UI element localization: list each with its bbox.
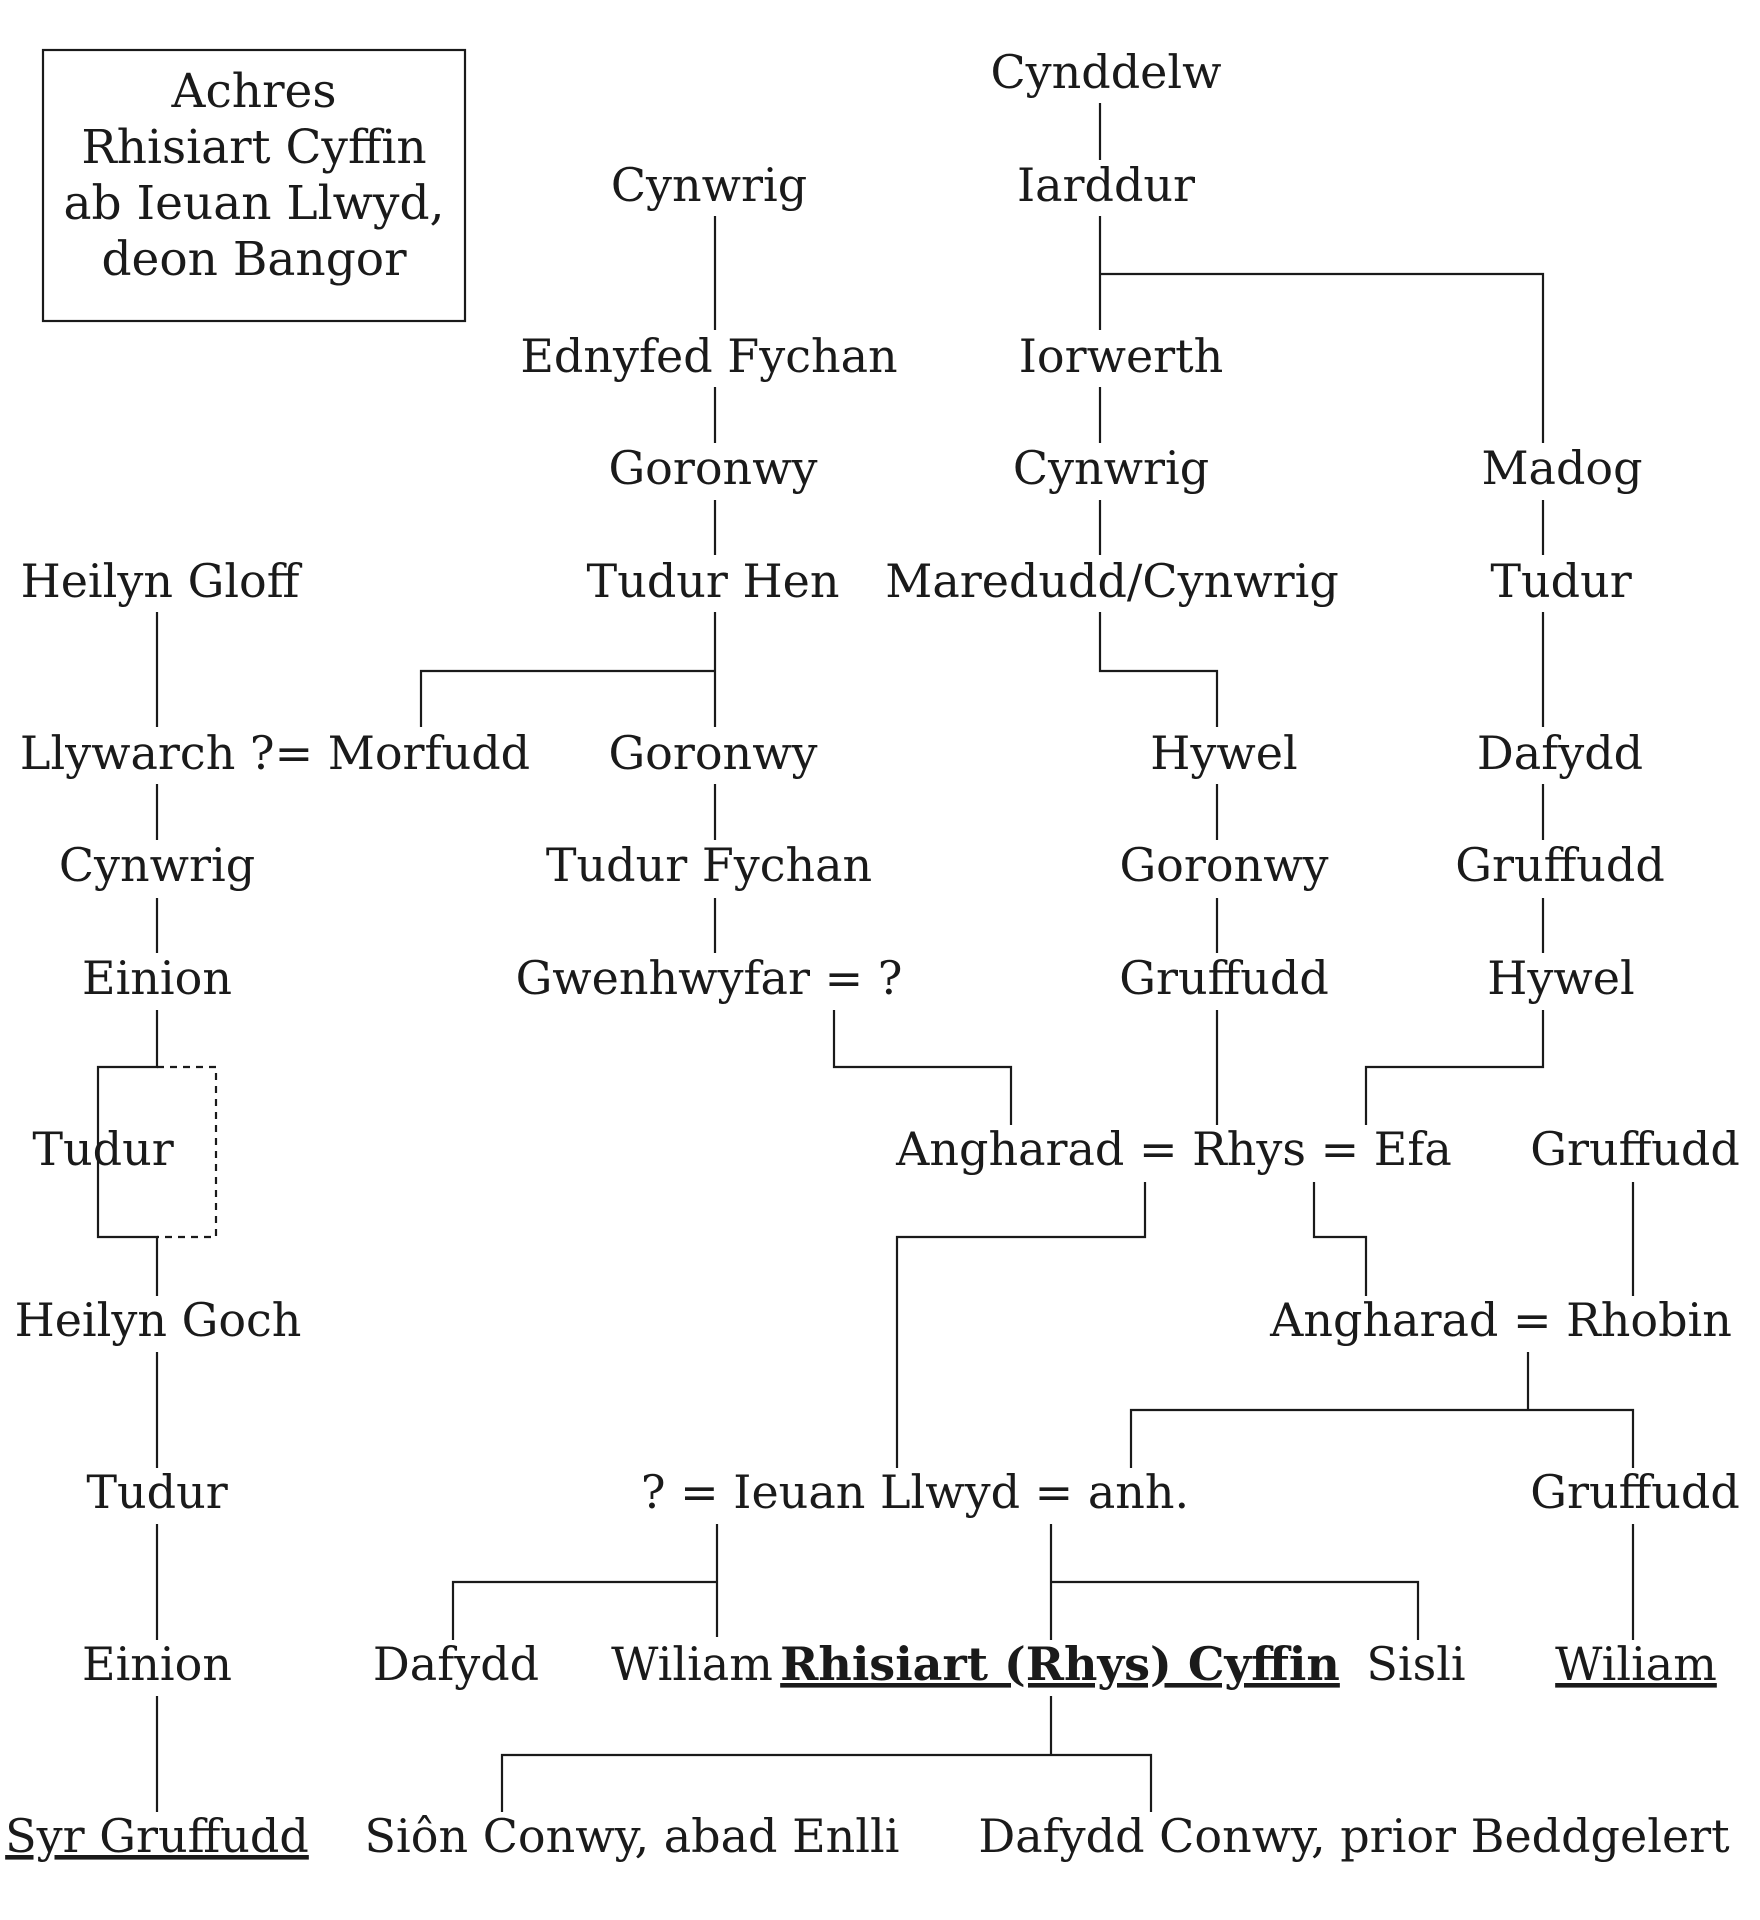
person-dafydd-conwy: Dafydd Conwy, prior Beddgelert xyxy=(978,1809,1730,1863)
person-goronwy-1: Goronwy xyxy=(608,441,817,495)
title-line-3: ab Ieuan Llwyd, xyxy=(64,176,445,231)
person-dafydd-1: Dafydd xyxy=(1477,726,1643,780)
person-hywel-1: Hywel xyxy=(1150,726,1297,780)
title-box xyxy=(41,48,467,323)
person-rhisiart-cyffin: Rhisiart (Rhys) Cyffin xyxy=(780,1637,1340,1691)
link-gwenhwyfar-angharad xyxy=(832,1010,1013,1125)
link-tudurhen-morfudd xyxy=(419,669,715,727)
link-hywel-efa xyxy=(1364,1010,1545,1125)
person-hywel-2: Hywel xyxy=(1487,951,1634,1005)
link-rhys-ieuanllwyd xyxy=(895,1182,1147,1468)
person-goronwy-2: Goronwy xyxy=(608,726,817,780)
person-gwenhwyfar: Gwenhwyfar = ? xyxy=(516,951,903,1005)
link-rhisiart-children xyxy=(500,1696,1153,1812)
person-einion-1: Einion xyxy=(82,951,232,1005)
person-cynwrig-2: Cynwrig xyxy=(1013,441,1209,495)
person-gruffudd-3: Gruffudd xyxy=(1530,1122,1740,1176)
person-tudur-hen: Tudur Hen xyxy=(587,554,840,608)
person-gruffudd-4: Gruffudd xyxy=(1530,1465,1740,1519)
person-tudur-fychan: Tudur Fychan xyxy=(546,838,872,892)
person-iorwerth: Iorwerth xyxy=(1019,329,1224,383)
person-gruffudd-2: Gruffudd xyxy=(1119,951,1329,1005)
person-dafydd-2: Dafydd xyxy=(373,1637,539,1691)
person-cynwrig-top: Cynwrig xyxy=(611,158,807,212)
person-heilyn-goch: Heilyn Goch xyxy=(15,1293,302,1347)
person-iarddur: Iarddur xyxy=(1017,158,1195,212)
title-line-1: Achres xyxy=(171,64,337,119)
person-heilyn-gloff: Heilyn Gloff xyxy=(21,554,303,608)
person-ednyfed-fychan: Ednyfed Fychan xyxy=(520,329,897,383)
tree-connectors xyxy=(96,103,1635,1812)
person-tudur-2: Tudur xyxy=(86,1465,227,1519)
person-tudur-1: Tudur xyxy=(32,1122,173,1176)
link-ieuan-second-children xyxy=(1049,1524,1420,1640)
link-maredudd-hywel xyxy=(1098,612,1219,727)
person-wiliam-2: Wiliam xyxy=(1555,1637,1717,1691)
person-cynwrig-3: Cynwrig xyxy=(59,838,255,892)
link-rhys-efa-angharad xyxy=(1312,1182,1368,1296)
person-angharad-rhobin: Angharad = Rhobin xyxy=(1269,1293,1732,1347)
tree-names: Cynddelw Iarddur Cynwrig Ednyfed Fychan … xyxy=(5,45,1740,1863)
person-ieuan-llwyd: ? = Ieuan Llwyd = anh. xyxy=(641,1465,1189,1519)
person-sisli: Sisli xyxy=(1366,1637,1465,1691)
person-wiliam-1: Wiliam xyxy=(611,1637,773,1691)
person-madog: Madog xyxy=(1481,441,1642,495)
title-line-4: deon Bangor xyxy=(101,232,407,287)
person-goronwy-3: Goronwy xyxy=(1119,838,1328,892)
person-maredudd-cynwrig: Maredudd/Cynwrig xyxy=(885,554,1339,608)
link-rhobin-children xyxy=(1129,1352,1635,1468)
title-line-2: Rhisiart Cyffin xyxy=(81,120,426,175)
link-ieuan-first-children xyxy=(451,1524,719,1640)
person-angharad-rhys-efa: Angharad = Rhys = Efa xyxy=(895,1122,1452,1176)
person-cynddelw: Cynddelw xyxy=(990,45,1221,99)
person-tudur-madog: Tudur xyxy=(1490,554,1631,608)
person-sion-conwy: Siôn Conwy, abad Enlli xyxy=(365,1809,900,1863)
person-llywarch-morfudd: Llywarch ?= Morfudd xyxy=(20,726,530,780)
link-einion-tudur-bracket xyxy=(96,1010,159,1296)
person-syr-gruffudd: Syr Gruffudd xyxy=(5,1809,309,1863)
person-gruffudd-1: Gruffudd xyxy=(1455,838,1665,892)
person-einion-2: Einion xyxy=(82,1637,232,1691)
link-iarddur-madog xyxy=(1100,272,1545,443)
link-einion-heilyngoch-dashed xyxy=(157,1065,218,1239)
